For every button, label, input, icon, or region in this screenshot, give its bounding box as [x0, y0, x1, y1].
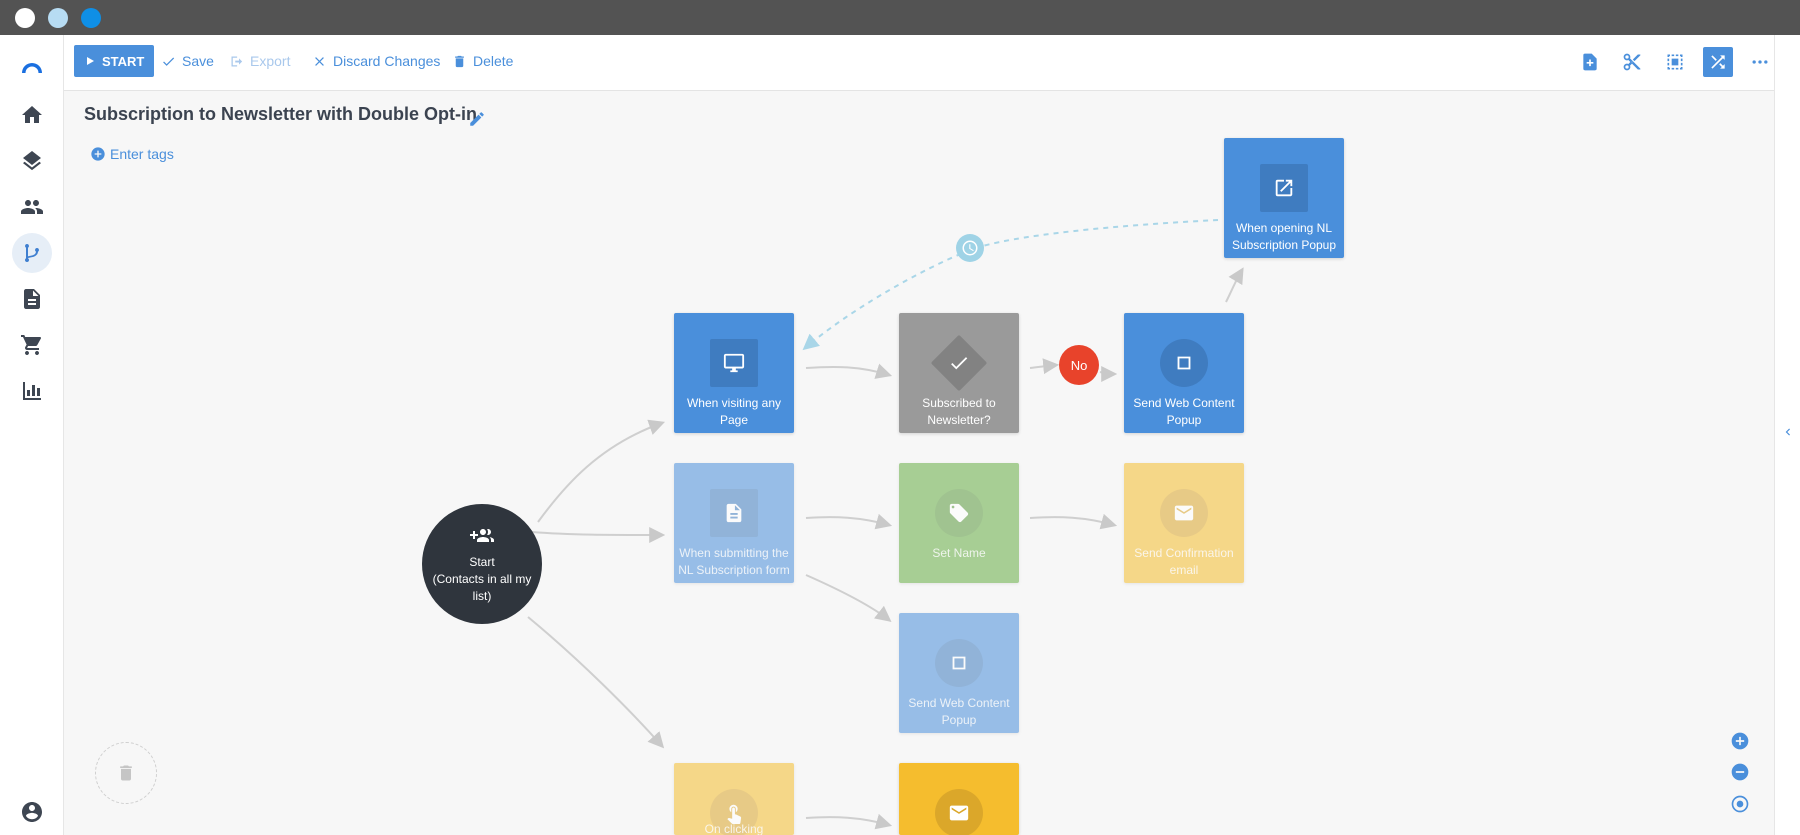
- group-add-icon: [470, 524, 494, 551]
- window-close-button[interactable]: [15, 8, 35, 28]
- node-when-submitting-form[interactable]: When submitting the NL Subscription form: [674, 463, 794, 583]
- mail-icon: [935, 789, 983, 835]
- export-label: Export: [250, 53, 291, 69]
- right-panel-toggle[interactable]: [1774, 35, 1800, 835]
- edit-title-icon[interactable]: [468, 110, 486, 128]
- node-label: Send Confirmation email: [1134, 546, 1234, 577]
- enter-tags-button[interactable]: Enter tags: [90, 146, 174, 162]
- start-node-label: Start (Contacts in all my list): [432, 554, 532, 605]
- tag-icon: [935, 489, 983, 537]
- monitor-icon: [710, 339, 758, 387]
- app-logo-icon[interactable]: [12, 49, 52, 89]
- trash-icon: [455, 55, 464, 67]
- start-node[interactable]: Start (Contacts in all my list): [422, 504, 542, 624]
- layers-icon[interactable]: [12, 141, 52, 181]
- scissors-icon[interactable]: [1617, 47, 1647, 77]
- node-send-confirmation-email[interactable]: Send Confirmation email: [1124, 463, 1244, 583]
- node-when-opening-popup[interactable]: When opening NL Subscription Popup: [1224, 138, 1344, 258]
- open-in-new-icon: [1260, 164, 1308, 212]
- node-set-name[interactable]: Set Name: [899, 463, 1019, 583]
- bar-chart-icon[interactable]: [12, 371, 52, 411]
- delete-button[interactable]: Delete: [452, 45, 513, 77]
- node-subscribed-condition[interactable]: Subscribed to Newsletter?: [899, 313, 1019, 433]
- check-icon: [163, 57, 175, 66]
- node-label: Set Name: [932, 546, 986, 560]
- account-circle-icon[interactable]: [20, 800, 44, 824]
- start-node-title: Start: [469, 555, 495, 569]
- save-button[interactable]: Save: [161, 45, 214, 77]
- node-label: When submitting the NL Subscription form: [678, 546, 790, 577]
- window-minimize-button[interactable]: [48, 8, 68, 28]
- more-options-icon[interactable]: [1745, 47, 1775, 77]
- export-button[interactable]: Export: [229, 45, 290, 77]
- window-titlebar: [0, 0, 1800, 35]
- delete-label: Delete: [473, 53, 514, 69]
- no-branch-badge[interactable]: No: [1059, 345, 1099, 385]
- auto-layout-icon[interactable]: [1703, 47, 1733, 77]
- window-maximize-button[interactable]: [81, 8, 101, 28]
- discard-changes-label: Discard Changes: [333, 53, 441, 69]
- clock-icon[interactable]: [956, 234, 984, 262]
- chevron-left-icon: [1785, 428, 1790, 436]
- node-send-web-content-popup[interactable]: Send Web Content Popup: [1124, 313, 1244, 433]
- trash-drop-zone[interactable]: [95, 742, 157, 804]
- touch-icon: [710, 789, 758, 835]
- home-icon[interactable]: [12, 95, 52, 135]
- left-sidebar: [0, 35, 64, 835]
- node-when-visiting-page[interactable]: When visiting any Page: [674, 313, 794, 433]
- check-icon: [930, 334, 988, 392]
- node-send-email-bottom[interactable]: [899, 763, 1019, 835]
- discard-changes-button[interactable]: Discard Changes: [312, 45, 440, 77]
- close-icon: [315, 56, 324, 66]
- start-node-subtitle: (Contacts in all my list): [432, 572, 532, 603]
- cart-icon[interactable]: [12, 325, 52, 365]
- page-title: Subscription to Newsletter with Double O…: [84, 104, 478, 124]
- node-label: When visiting any Page: [686, 396, 782, 427]
- node-label: Subscribed to Newsletter?: [922, 396, 996, 427]
- node-send-web-content-popup-2[interactable]: Send Web Content Popup: [899, 613, 1019, 733]
- node-label: Send Web Content Popup: [1133, 396, 1235, 427]
- document-icon[interactable]: [12, 279, 52, 319]
- zoom-out-icon[interactable]: [1730, 762, 1750, 782]
- flow-icon[interactable]: [12, 233, 52, 273]
- enter-tags-label: Enter tags: [110, 146, 174, 162]
- square-icon: [935, 639, 983, 687]
- zoom-in-icon[interactable]: [1730, 731, 1750, 751]
- start-button[interactable]: START: [74, 45, 155, 77]
- people-icon[interactable]: [12, 187, 52, 227]
- start-button-label: START: [102, 53, 145, 69]
- form-document-icon: [710, 489, 758, 537]
- add-note-icon[interactable]: [1575, 47, 1605, 77]
- node-label: On clicking: [704, 822, 764, 835]
- node-label: Send Web Content Popup: [908, 696, 1010, 727]
- workflow-toolbar: START Save Export Discard Changes Delete: [64, 35, 1774, 91]
- mail-icon: [1160, 489, 1208, 537]
- select-area-icon[interactable]: [1660, 47, 1690, 77]
- square-icon: [1160, 339, 1208, 387]
- recenter-icon[interactable]: [1730, 794, 1750, 814]
- node-on-clicking[interactable]: On clicking: [674, 763, 794, 835]
- add-circle-icon: [91, 147, 105, 161]
- save-label: Save: [182, 53, 214, 69]
- play-icon: [87, 57, 94, 65]
- trash-icon: [120, 765, 132, 781]
- export-icon: [231, 56, 243, 66]
- node-label: When opening NL Subscription Popup: [1231, 221, 1337, 252]
